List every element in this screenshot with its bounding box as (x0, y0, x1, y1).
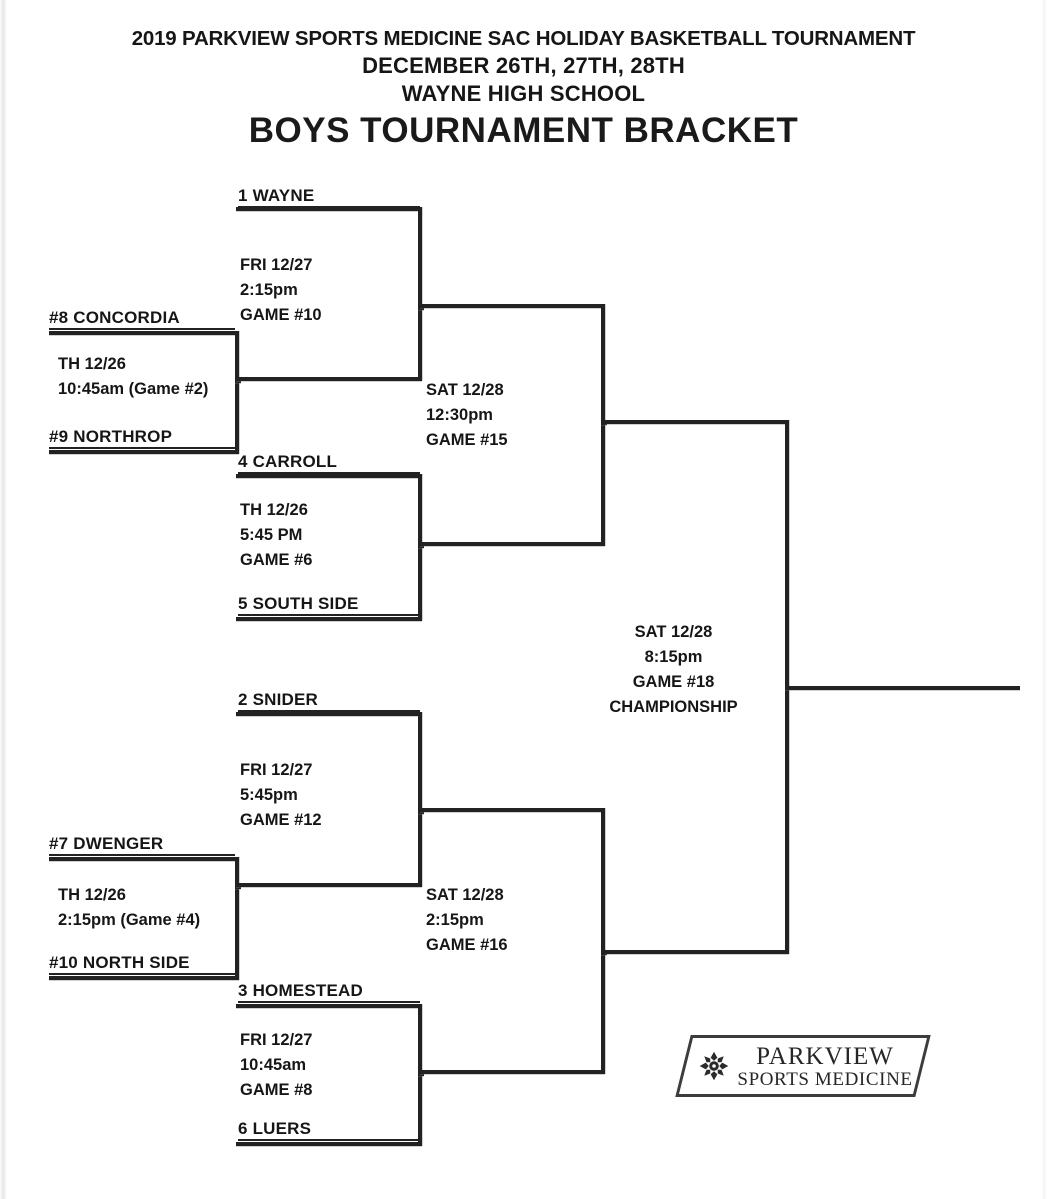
game8-label: GAME #8 (240, 1081, 313, 1099)
game12-time: 5:45pm (240, 786, 298, 804)
game-info-game12: FRI 12/27 5:45pm GAME #12 (240, 758, 322, 833)
bracket-connector-game10 (418, 207, 422, 381)
bracket-line-homestead (236, 1004, 422, 1008)
bracket-connector-game16 (601, 808, 605, 1074)
bracket-champion-line (785, 686, 1020, 690)
bracket-connector-game12 (418, 712, 422, 887)
bracket-line-game16-bottom (420, 1070, 605, 1074)
bracket-line-carroll (236, 474, 422, 478)
game6-time: 5:45 PM (240, 526, 303, 544)
bracket-connector-game2 (235, 331, 239, 454)
bracket-line-game12-bottom (236, 883, 422, 887)
team-slot-dwenger: #7 DWENGER (49, 834, 235, 856)
game16-date: SAT 12/28 (426, 886, 504, 904)
game15-time: 12:30pm (426, 406, 493, 424)
bracket-line-final-top (605, 420, 789, 424)
game18-date: SAT 12/28 (634, 623, 713, 641)
team-slot-north-side: #10 NORTH SIDE (49, 953, 235, 975)
team-slot-northrop: #9 NORTHROP (49, 427, 235, 449)
game10-time: 2:15pm (240, 281, 298, 299)
game2-time: 10:45am (Game #2) (58, 380, 209, 398)
game-info-game15: SAT 12/28 12:30pm GAME #15 (426, 378, 508, 453)
game-info-game18: SAT 12/28 8:15pm GAME #18 CHAMPIONSHIP (566, 620, 781, 720)
logo-word-sports-medicine: SPORTS MEDICINE (737, 1068, 913, 1090)
game12-label: GAME #12 (240, 811, 322, 829)
bracket-line-northrop (49, 450, 239, 454)
game18-label: GAME #18 (632, 673, 715, 691)
game18-round: CHAMPIONSHIP (609, 698, 738, 716)
bracket-feed-game10-to-game15 (418, 306, 424, 310)
bracket-line-dwenger (49, 857, 239, 861)
game4-date: TH 12/26 (58, 886, 126, 904)
bracket-feed-game15-to-game18 (601, 421, 607, 425)
logo-content: PARKVIEW SPORTS MEDICINE (683, 1035, 923, 1097)
game15-date: SAT 12/28 (426, 381, 504, 399)
bracket-feed-game6-to-game15 (418, 544, 424, 548)
header-venue: WAYNE HIGH SCHOOL (401, 81, 646, 106)
game4-time: 2:15pm (Game #4) (58, 911, 201, 929)
header-tournament-name: 2019 PARKVIEW SPORTS MEDICINE SAC HOLIDA… (131, 27, 916, 50)
bracket-line-luers (236, 1142, 422, 1146)
game16-time: 2:15pm (426, 911, 484, 929)
scan-edge-right (1042, 0, 1047, 1199)
bracket-line-game15-bottom (420, 542, 605, 546)
parkview-diamond-icon (700, 1051, 729, 1081)
bracket-feed-game2-to-game10 (235, 379, 241, 383)
bracket-feed-game12-to-game16 (418, 810, 424, 814)
page-title: BOYS TOURNAMENT BRACKET (248, 111, 799, 150)
bracket-feed-game8-to-game16 (418, 1072, 424, 1076)
logo-wordmark: PARKVIEW SPORTS MEDICINE (737, 1044, 912, 1089)
bracket-line-north-side (49, 976, 239, 980)
game8-date: FRI 12/27 (240, 1031, 313, 1049)
game10-label: GAME #10 (240, 306, 322, 324)
game-info-game6: TH 12/26 5:45 PM GAME #6 (240, 498, 312, 573)
game6-label: GAME #6 (240, 551, 313, 569)
game-info-game8: FRI 12/27 10:45am GAME #8 (240, 1028, 312, 1103)
game10-date: FRI 12/27 (240, 256, 313, 274)
team-slot-luers: 6 LUERS (238, 1119, 420, 1141)
bracket-line-concordia (49, 331, 239, 335)
game12-date: FRI 12/27 (240, 761, 313, 779)
bracket-line-game10-bottom (236, 377, 422, 381)
bracket-connector-game4 (235, 857, 239, 980)
team-slot-south-side: 5 SOUTH SIDE (238, 594, 420, 616)
bracket-line-wayne (236, 207, 422, 211)
team-slot-snider: 2 SNIDER (238, 690, 420, 712)
game16-label: GAME #16 (426, 936, 508, 954)
game6-date: TH 12/26 (240, 501, 308, 519)
parkview-sports-medicine-logo: PARKVIEW SPORTS MEDICINE (675, 1035, 931, 1097)
bracket-line-game16-top (420, 808, 605, 812)
bracket-feed-game4-to-game12 (235, 885, 241, 889)
page-header: 2019 PARKVIEW SPORTS MEDICINE SAC HOLIDA… (0, 26, 1047, 152)
bracket-line-game15-top (420, 304, 605, 308)
team-slot-wayne: 1 WAYNE (238, 186, 420, 208)
game15-label: GAME #15 (426, 431, 508, 449)
header-dates: DECEMBER 26TH, 27TH, 28TH (362, 53, 685, 78)
game18-time: 8:15pm (644, 648, 703, 666)
team-slot-concordia: #8 CONCORDIA (49, 308, 235, 330)
bracket-connector-game15 (601, 304, 605, 546)
logo-word-parkview: PARKVIEW (756, 1042, 894, 1070)
game8-time: 10:45am (240, 1056, 307, 1074)
bracket-feed-game16-to-game18 (601, 951, 607, 955)
bracket-line-snider (236, 712, 422, 716)
scan-edge-left (0, 0, 7, 1199)
bracket-line-south-side (236, 617, 422, 621)
team-slot-carroll: 4 CARROLL (238, 452, 420, 474)
bracket-line-final-bottom (605, 950, 789, 954)
game-info-game2: TH 12/26 10:45am (Game #2) (58, 352, 208, 402)
game-info-game16: SAT 12/28 2:15pm GAME #16 (426, 883, 508, 958)
game2-date: TH 12/26 (58, 355, 126, 373)
game-info-game10: FRI 12/27 2:15pm GAME #10 (240, 253, 322, 328)
game-info-game4: TH 12/26 2:15pm (Game #4) (58, 883, 200, 933)
team-slot-homestead: 3 HOMESTEAD (238, 981, 420, 1003)
